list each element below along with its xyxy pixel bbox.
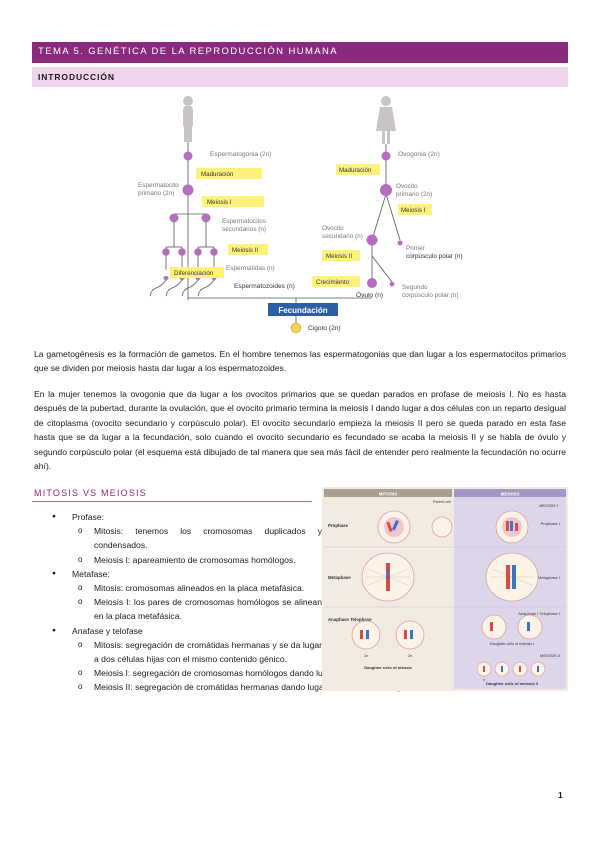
list-item-profase: Profase: (52, 510, 570, 524)
label-daughter-meiosis-2: Daughter cells of meiosis II (486, 681, 538, 686)
list-item-anafase-mitosis: Mitosis: segregación de cromátidas herma… (64, 638, 322, 666)
label-meiosis-2: MEIOSIS II (540, 653, 560, 658)
fecundacion-box (268, 303, 338, 316)
label-primer-corpusculo-2: corpúsculo polar (n) (406, 253, 462, 260)
list-item-anafase: Anafase y telofase (52, 624, 570, 638)
label-metaphase-1: Metaphase I (538, 575, 560, 580)
list-item-anafase-meiosis2: Meiosis II: segregación de cromátidas he… (64, 680, 572, 694)
section-heading-introduccion: INTRODUCCIÓN (32, 67, 568, 87)
cigoto-cell (290, 322, 302, 334)
list-item-metafase: Metafase: (52, 567, 570, 581)
label-meiosis1-male: Meiosis I (207, 199, 232, 206)
label-maduracion-female: Maduración (339, 167, 372, 174)
label-daughter-mitosis: Daughter cells of mitosis (364, 665, 412, 670)
label-daughter-meiosis-1: Daughter cells of meiosis I (490, 642, 535, 646)
sperm-tails (149, 279, 215, 297)
label-espermatocitos-sec-1: Espermatocitos (222, 218, 266, 225)
label-2n-left: 2n (364, 654, 368, 658)
label-segundo-corpusculo-2: corpúsculo polar (n) (402, 292, 458, 299)
metafase-label: Metafase: (72, 568, 110, 579)
mitosis-meiosis-diagram: MITOSIS MEIOSIS Prophase Metaphase Anaph… (322, 487, 568, 691)
profase-label: Profase: (72, 512, 105, 522)
label-n: n (483, 678, 485, 682)
label-diferenciacion: Diferenciación (174, 270, 214, 277)
list-item-profase-mitosis: Mitosis: tenemos los cromosomas duplicad… (64, 524, 322, 552)
label-espermatocitos-sec-2: secundarios (n) (222, 226, 266, 233)
highlight-diferenciacion (170, 267, 224, 278)
label-meiosis1-female: Meiosis I (401, 207, 426, 214)
label-primer-corpusculo-1: Primer (406, 245, 426, 252)
female-cells (366, 151, 403, 288)
mitosis-header (324, 489, 452, 497)
label-anaphase-telophase: Anaphase Telophase (328, 617, 372, 622)
label-ovogonia: Ovogonia (2n) (398, 151, 440, 158)
male-cells (162, 151, 218, 256)
label-ovocito-primario-2: primario (2n) (396, 191, 432, 198)
label-maduracion-male: Maduración (201, 171, 234, 178)
label-prophase-1: Prophase I (541, 521, 560, 526)
meiosis2-cells (476, 661, 546, 677)
label-cigoto: Cigoto (2n) (308, 325, 341, 332)
section-heading-mitosis-vs-meiosis: MITOSIS VS MEIOSIS (32, 486, 312, 502)
label-ovocito-sec-1: Ovocito (322, 225, 344, 232)
label-anaphase-1: Anaphase I Telophase I (518, 611, 560, 616)
female-silhouette-icon (376, 96, 396, 144)
male-silhouette-icon (183, 96, 193, 142)
list-item-metafase-mitosis: Mitosis: cromosomas alineados en la plac… (64, 581, 322, 595)
highlight-meiosis1-female (398, 204, 432, 215)
label-espermatocito-primario-2: primario (2n) (138, 190, 174, 197)
meiosis-header (454, 489, 566, 497)
label-espermatogonia: Espermatogonia (2n) (210, 151, 272, 158)
label-meiosis: MEIOSIS (501, 492, 520, 497)
intro-paragraph-2: En la mujer tenemos la ovogonia que da l… (34, 389, 566, 472)
label-ovulo: Óvulo (n) (356, 290, 383, 299)
phases-list: Profase: Mitosis: tenemos los cromosomas… (52, 510, 570, 695)
label-meiosis-1: MEIOSIS I (539, 503, 558, 508)
anaphase-cells (351, 614, 543, 650)
gametogenesis-diagram: Espermatogonia (2n) Maduración Espermato… (138, 96, 462, 334)
list-item-metafase-meiosis: Meiosis I: los pares de cromosomas homól… (64, 595, 322, 623)
label-parent-cell: Parent cell (433, 500, 451, 504)
label-crecimiento: Crecimiento (316, 279, 350, 286)
label-mitosis: MITOSIS (379, 492, 397, 497)
anafase-label: Anafase y telofase (72, 625, 143, 636)
highlight-maduracion-female (336, 164, 380, 175)
highlight-crecimiento (312, 276, 360, 287)
label-espermatidas: Espermátidas (n) (226, 265, 275, 272)
prophase-cells (377, 510, 529, 544)
label-meiosis2-female: Meiosis II (326, 253, 352, 260)
label-metaphase: Metaphase (328, 575, 351, 580)
intro-paragraph-1: La gametogénesis es la formación de game… (34, 349, 566, 374)
list-item-anafase-meiosis1: Meiosis I: segregación de cromosomas hom… (64, 666, 572, 680)
highlight-maduracion-male (196, 168, 262, 179)
label-ovocito-sec-2: secundario (n) (322, 233, 363, 240)
highlight-meiosis2-female (322, 250, 360, 261)
metaphase-cells (361, 552, 539, 602)
page-number: 1 (558, 790, 563, 800)
label-ovocito-primario-1: Ovocito (396, 183, 418, 190)
label-fecundacion: Fecundación (278, 306, 327, 315)
page-title: TEMA 5. GENÉTICA DE LA REPRODUCCIÓN HUMA… (32, 42, 568, 63)
label-meiosis2-male: Meiosis II (232, 247, 258, 254)
highlight-meiosis1-male (202, 196, 264, 207)
label-2n-right: 2n (408, 654, 412, 658)
label-espermatocito-primario-1: Espermatocito (138, 182, 179, 189)
highlight-meiosis2-male (228, 244, 268, 255)
label-segundo-corpusculo-1: Segundo (402, 284, 428, 291)
list-item-profase-meiosis: Meiosis I: apareamiento de cromosomas ho… (64, 553, 322, 567)
label-prophase: Prophase (328, 523, 349, 528)
label-espermatozoides: Espermatozoides (n) (234, 283, 295, 290)
